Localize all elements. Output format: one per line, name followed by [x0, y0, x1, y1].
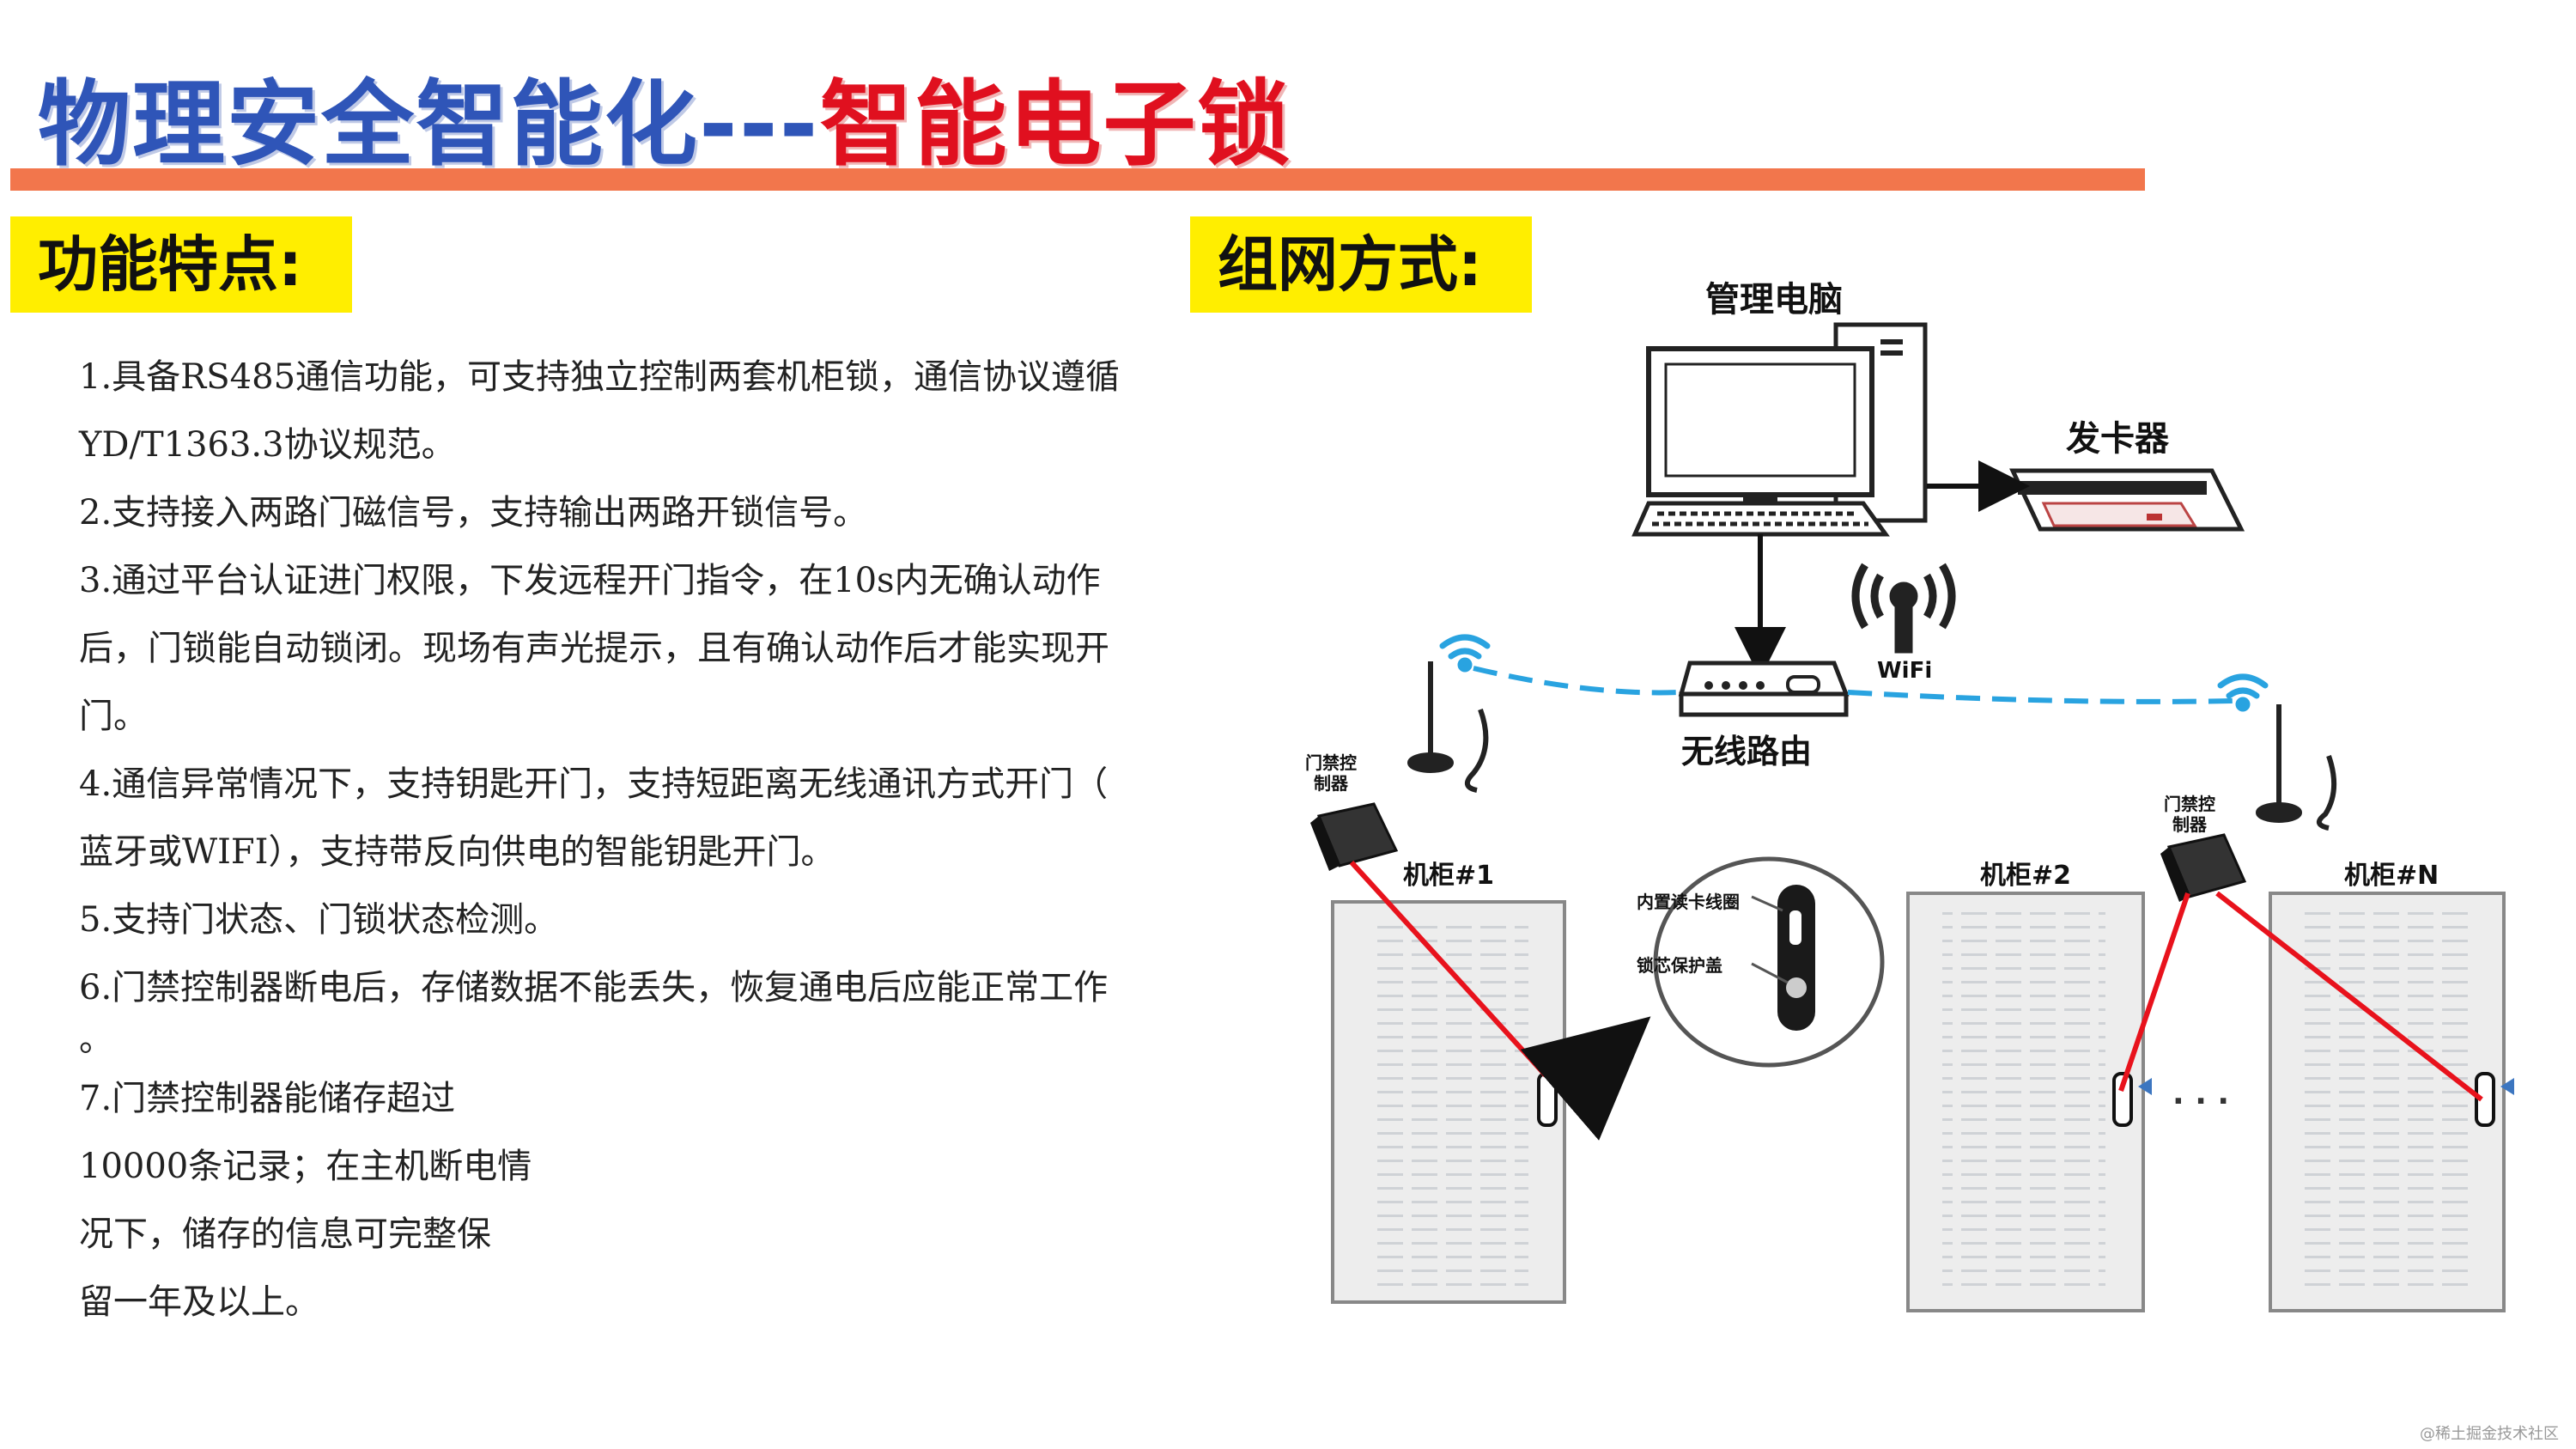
- access-controller-icon: [2160, 833, 2247, 902]
- cabinet-1-label: 机柜#1: [1403, 861, 1495, 891]
- cabinet-n: [2269, 892, 2506, 1312]
- pc-label: 管理电脑: [1705, 280, 1843, 320]
- title-underline: [10, 168, 2145, 191]
- feature-line: 10000条记录；在主机断电情: [79, 1147, 532, 1186]
- lock-pointer: [2138, 1078, 2152, 1095]
- wireless-link-n: [1847, 690, 2233, 704]
- feature-line: YD/T1363.3协议规范。: [79, 425, 456, 465]
- network-tag: 组网方式:: [1190, 216, 1532, 313]
- title-highlight: 智能电子锁: [819, 71, 1292, 179]
- controller-label: 门禁控 制器: [1305, 752, 1357, 794]
- feature-line: 门。: [79, 697, 148, 736]
- feature-line: 。: [79, 1020, 113, 1059]
- features-tag: 功能特点:: [10, 216, 352, 313]
- card-reader-label: 发卡器: [2066, 419, 2169, 459]
- keyboard-icon: [1631, 501, 1890, 537]
- feature-7: 7.门禁控制器能储存超过 10000条记录；在主机断电情 况下，储存的信息可完整…: [79, 1065, 594, 1336]
- title-dashes: ---: [699, 71, 820, 179]
- access-controller-icon: [1310, 802, 1399, 871]
- feature-list: 1.具备RS485通信功能，可支持独立控制两套机柜锁，通信协议遵循 YD/T13…: [79, 344, 1230, 1056]
- watermark: @稀土掘金技术社区: [2420, 1425, 2559, 1443]
- feature-line: 6.门禁控制器断电后，存储数据不能丢失，恢复通电后应能正常工作: [79, 968, 1109, 1008]
- cabinet-2: [1906, 892, 2145, 1312]
- feature-line: 2.支持接入两路门磁信号，支持输出两路开锁信号。: [79, 493, 868, 533]
- lock-pointer: [2500, 1078, 2514, 1095]
- router-label: 无线路由: [1681, 733, 1813, 770]
- feature-line: 况下，储存的信息可完整保: [79, 1215, 491, 1254]
- lock-closeup: [1653, 856, 1885, 1068]
- feature-line: 蓝牙或WIFI），支持带反向供电的智能钥匙开门。: [79, 832, 835, 872]
- wifi-icon: [2217, 673, 2269, 712]
- lock-callout-cover: 锁芯保护盖: [1637, 955, 1722, 976]
- feature-line: 后，门锁能自动锁闭。现场有声光提示，且有确认动作后才能实现开: [79, 629, 1109, 668]
- feature-line: 7.门禁控制器能储存超过: [79, 1079, 456, 1118]
- feature-line: 留一年及以上。: [79, 1282, 319, 1322]
- wifi-broadcast-icon: [1851, 563, 1956, 654]
- wifi-label: WiFi: [1877, 658, 1933, 684]
- feature-line: 1.具备RS485通信功能，可支持独立控制两套机柜锁，通信协议遵循: [79, 357, 1121, 397]
- slide-title: 物理安全智能化---智能电子锁: [38, 50, 1292, 184]
- controller-wiring: [1349, 860, 2483, 1102]
- title-main: 物理安全智能化: [38, 71, 700, 179]
- feature-line: 5.支持门状态、门锁状态检测。: [79, 900, 559, 940]
- zoom-arrow: [1520, 1016, 1651, 1141]
- ellipsis: · · ·: [2172, 1084, 2230, 1119]
- cabinet-1: [1331, 900, 1566, 1304]
- card-reader-icon: [2009, 468, 2245, 532]
- wifi-icon: [1439, 634, 1491, 673]
- router-icon: [1678, 661, 1850, 717]
- feature-line: 3.通过平台认证进门权限，下发远程开门指令，在10s内无确认动作: [79, 561, 1101, 600]
- lock-callout-coil: 内置读卡线圈: [1637, 892, 1740, 912]
- controller-label: 门禁控 制器: [2164, 794, 2215, 835]
- cabinet-n-label: 机柜#N: [2344, 861, 2439, 891]
- monitor-icon: [1646, 346, 1874, 503]
- antenna-icon: [1407, 661, 1489, 793]
- antenna-icon: [2256, 704, 2337, 831]
- feature-line: 4.通信异常情况下，支持钥匙开门，支持短距离无线通讯方式开门（: [79, 764, 1109, 804]
- cabinet-2-label: 机柜#2: [1980, 861, 2072, 891]
- wireless-link-1: [1473, 666, 1680, 696]
